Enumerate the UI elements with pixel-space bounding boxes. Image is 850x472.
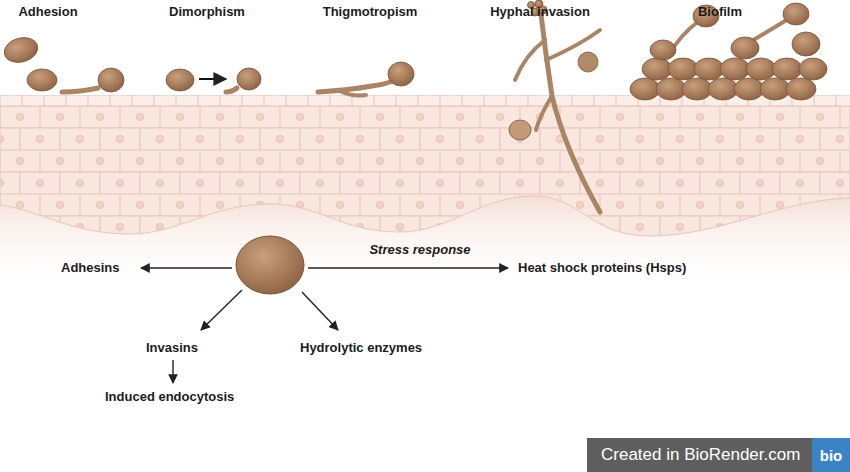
biofilm-part (786, 78, 816, 100)
biofilm-part (682, 78, 712, 100)
epithelium-part (0, 106, 850, 236)
factor-label: Hydrolytic enzymes (300, 340, 422, 356)
biofilm-part (650, 40, 676, 60)
adhesion-yeast-part (27, 69, 57, 91)
epithelium (0, 95, 850, 290)
factor-label: Heat shock proteins (Hsps) (518, 260, 686, 276)
biofilm-part (694, 58, 724, 80)
stage-heading: Biofilm (698, 4, 742, 20)
arrows (141, 268, 508, 383)
arrows-part (308, 267, 508, 268)
biofilm-part (734, 78, 764, 100)
thigmotropism-hypha-part (318, 80, 394, 92)
arrows-part (141, 267, 232, 268)
biofilm-part (792, 32, 820, 56)
biofilm-part (731, 37, 759, 59)
biofilm (630, 3, 827, 100)
biofilm-part (799, 58, 827, 80)
arrows-part (172, 360, 173, 383)
dimorphism-yeast-part (199, 78, 226, 80)
hyphal-invasion-part (509, 120, 531, 140)
biofilm-part (772, 58, 802, 80)
stage-heading: Dimorphism (169, 4, 245, 20)
factor-label: Adhesins (61, 260, 120, 276)
thigmotropism-hypha (318, 62, 414, 96)
watermark-badge: Created in BioRender.com bio (587, 438, 850, 472)
biofilm-part (760, 78, 790, 100)
hyphal-invasion-part (540, 6, 600, 212)
stage-heading: Adhesion (18, 4, 77, 20)
thigmotropism-hypha-part (388, 62, 414, 86)
hyphal-invasion-part (578, 52, 598, 72)
biofilm-part (642, 58, 672, 80)
stage-heading: Hyphal invasion (490, 4, 590, 20)
dimorphism-yeast (166, 68, 261, 92)
watermark-logo: bio (812, 438, 850, 472)
arrows-part (201, 290, 242, 330)
hyphal-invasion-part (515, 40, 545, 80)
hyphal-invasion-part (536, 96, 552, 130)
biofilm-part (630, 78, 660, 100)
hyphal-invasion (509, 0, 600, 212)
arrows-part (302, 292, 338, 330)
adhesion-yeast (1, 34, 124, 92)
biofilm-part (656, 78, 686, 100)
biofilm-part (746, 58, 776, 80)
factor-label: Invasins (146, 340, 198, 356)
thigmotropism-hypha-part (340, 91, 366, 96)
biofilm-part (720, 58, 750, 80)
arrow-label: Stress response (369, 242, 470, 258)
adhesion-yeast-part (62, 88, 98, 92)
stage-heading: Thigmotropism (323, 4, 418, 20)
dimorphism-yeast-part (237, 68, 261, 90)
adhesion-yeast-part (1, 34, 40, 66)
dimorphism-yeast-part (166, 69, 194, 91)
adhesion-yeast-part (98, 68, 124, 92)
watermark-text: bio (820, 447, 843, 464)
watermark-text: Created in BioRender.com (601, 445, 800, 465)
biofilm-part (668, 58, 698, 80)
biofilm-part (708, 78, 738, 100)
central-yeast-cell-part (236, 236, 304, 294)
central-yeast-cell (236, 236, 304, 294)
factor-label: Induced endocytosis (105, 389, 234, 405)
dimorphism-yeast-part (226, 88, 237, 92)
biofilm-part (783, 3, 809, 25)
